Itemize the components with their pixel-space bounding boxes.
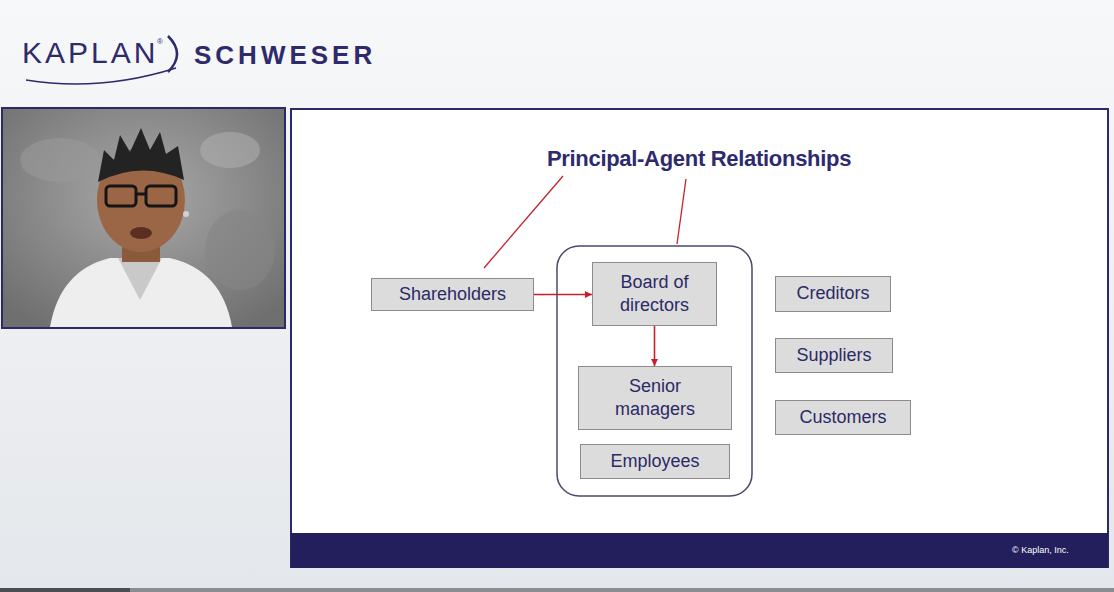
group-outline: [557, 246, 752, 496]
management-box: Senior managers: [578, 366, 732, 430]
leader-line: [677, 179, 686, 244]
box-label: Suppliers: [796, 344, 871, 367]
logo-word: SCHWESER: [194, 40, 376, 71]
box-label: Creditors: [796, 282, 869, 305]
arrow-connector: [534, 294, 592, 296]
box-label: Employees: [610, 450, 699, 473]
box-label: Shareholders: [399, 283, 506, 306]
registered-mark: ®: [157, 37, 163, 46]
stakeholder-box: Creditors: [775, 276, 891, 312]
box-label: Senior managers: [597, 375, 713, 422]
bottom-strip: [0, 588, 1114, 592]
progress-bar: [0, 588, 130, 592]
slide-panel: [291, 109, 1108, 567]
logo-word: KAPLAN: [22, 36, 158, 70]
box-label: Customers: [799, 406, 886, 429]
arrow-connector: [654, 326, 656, 366]
logo-underline: [26, 68, 176, 84]
copyright-note: © Kaplan, Inc.: [1012, 545, 1069, 555]
stakeholder-box: Shareholders: [371, 278, 534, 311]
slide-footer-bar: [291, 533, 1108, 568]
logo-swoosh: [168, 36, 177, 72]
staff-box: Employees: [580, 444, 730, 479]
leader-line: [484, 176, 563, 268]
stakeholder-box: Suppliers: [775, 338, 893, 373]
slide-title: Principal-Agent Relationships: [290, 146, 1108, 172]
box-label: Board of directors: [599, 271, 710, 318]
presenter-video: [2, 108, 285, 328]
stakeholder-box: Customers: [775, 400, 911, 435]
governance-box: Board of directors: [592, 262, 717, 326]
